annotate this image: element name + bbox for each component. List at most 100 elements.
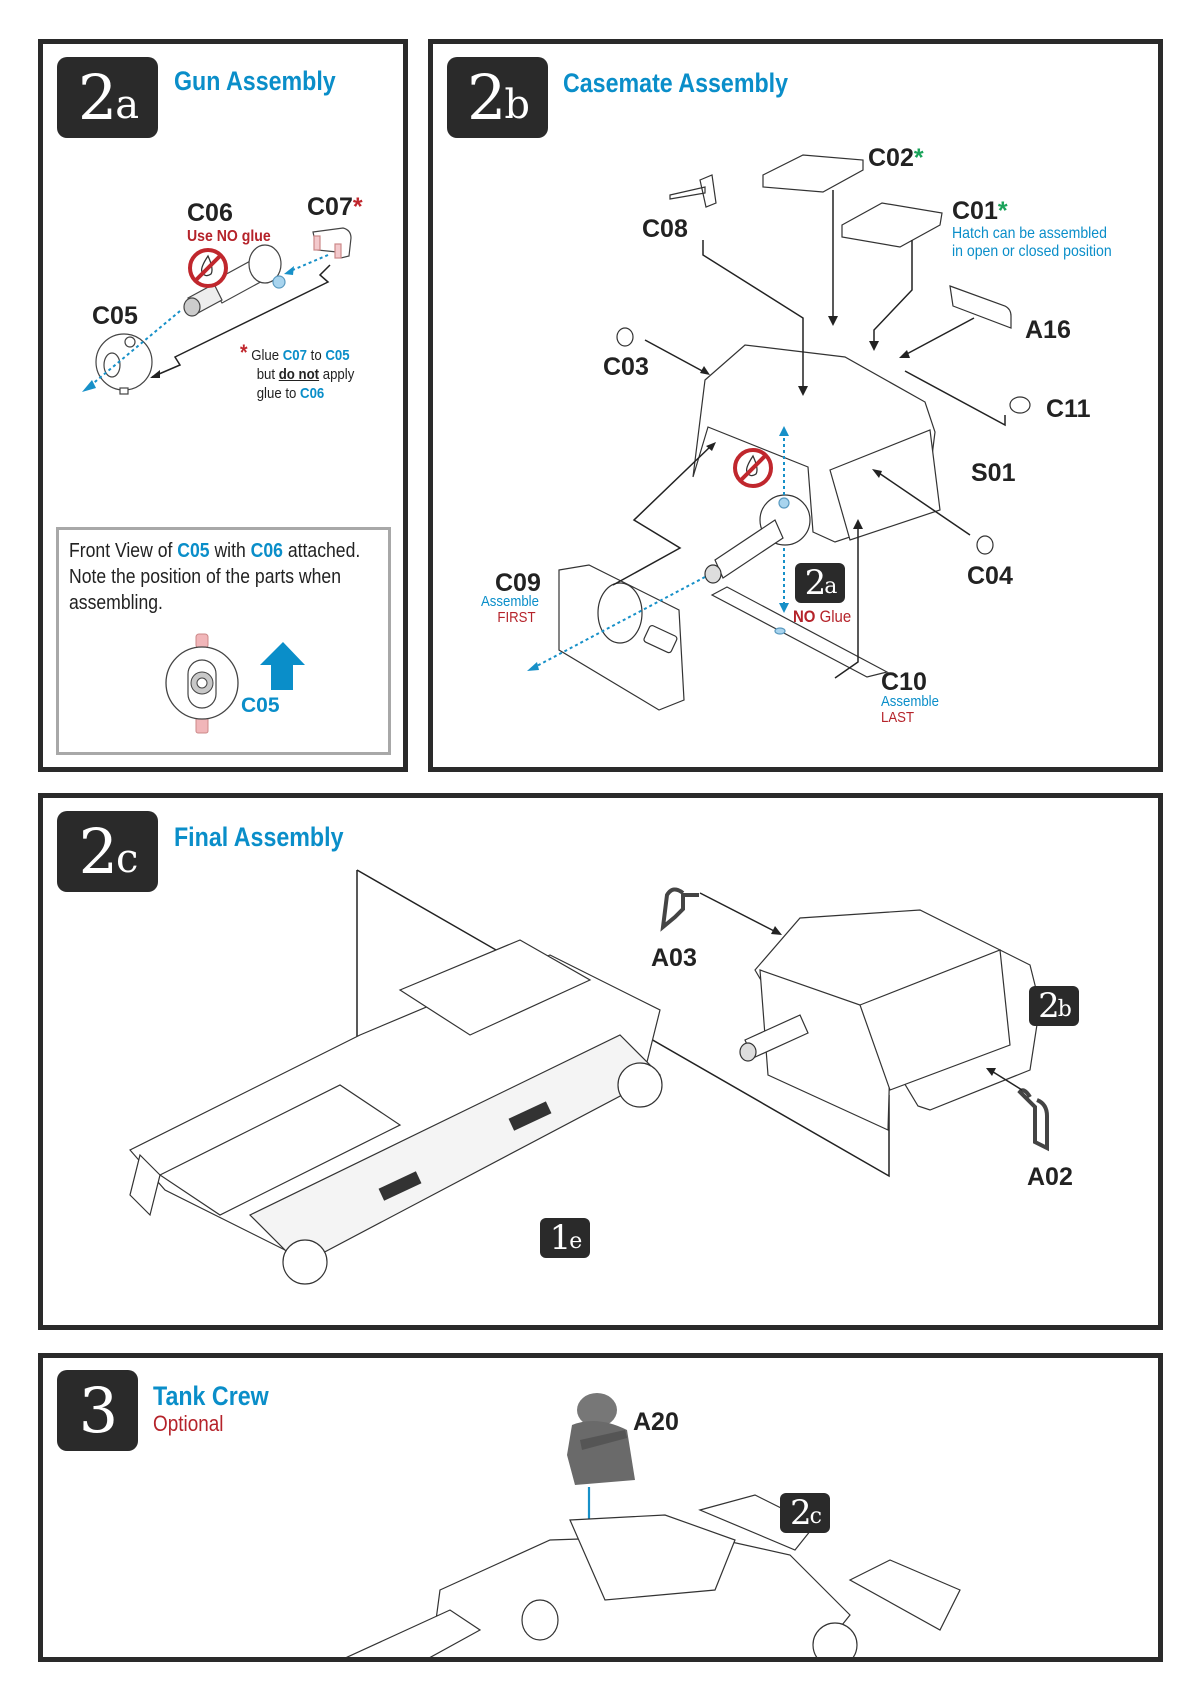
part-ref: C06	[250, 540, 283, 562]
part-code: C04	[967, 562, 1013, 590]
badge-number: 3	[78, 1373, 118, 1447]
part-label-c09: C09	[495, 569, 541, 598]
step-3-badge: 3	[57, 1370, 138, 1451]
note-text: apply	[319, 366, 355, 383]
part-code: C09	[495, 569, 541, 597]
note-text: attached.	[282, 540, 361, 562]
part-label-c05: C05	[92, 302, 138, 331]
part-code: C07	[307, 193, 353, 221]
front-view-arrow-label: C05	[241, 694, 280, 717]
part-c09-drawing	[558, 564, 685, 711]
note-text: Assemble	[881, 693, 939, 710]
note-text: assembling.	[69, 592, 163, 614]
c10-order-note: Assemble LAST	[881, 694, 939, 726]
badge-letter: a	[115, 81, 139, 128]
part-label-c10: C10	[881, 668, 927, 697]
ref-no-glue-note: NO Glue	[793, 607, 851, 626]
part-code: A20	[633, 1408, 679, 1436]
tank-drawing	[346, 1494, 961, 1657]
part-label-c11: C11	[1046, 395, 1090, 424]
part-a03-drawing	[660, 887, 699, 932]
badge-letter: b	[1057, 997, 1072, 1022]
step-3-title: Tank Crew	[153, 1381, 269, 1411]
no-glue-icon	[733, 448, 773, 488]
up-arrow-icon	[260, 642, 305, 690]
part-c02-drawing	[762, 154, 864, 193]
part-label-c03: C03	[603, 353, 649, 382]
part-c03-drawing	[616, 327, 634, 347]
badge-number: 2	[77, 60, 117, 134]
note-text: with	[209, 540, 251, 562]
badge-letter: b	[504, 81, 530, 128]
part-code: C08	[642, 215, 688, 243]
part-ref: C06	[300, 385, 325, 402]
part-c07-drawing	[312, 227, 352, 259]
part-a16-drawing	[949, 285, 1012, 329]
part-label-c04: C04	[967, 562, 1013, 591]
casemate-drawing	[739, 909, 1041, 1131]
asterisk-marker: *	[240, 340, 248, 365]
emphasis-text: do not	[278, 366, 320, 383]
part-label-c08: C08	[642, 215, 688, 244]
note-text: Front View of	[69, 540, 178, 562]
hull-drawing	[129, 939, 663, 1285]
part-code: A03	[651, 944, 697, 972]
note-text: Glue	[815, 607, 852, 626]
badge-letter: e	[569, 1229, 582, 1254]
part-code: S01	[971, 459, 1016, 487]
note-text: NO	[793, 607, 816, 626]
part-label-c01: C01*	[952, 197, 1008, 226]
part-code: A16	[1025, 316, 1071, 344]
part-c08-drawing	[669, 174, 717, 208]
c06-no-glue-note: Use NO glue	[187, 228, 271, 245]
part-c04-drawing	[976, 535, 994, 555]
part-code: C06	[187, 199, 233, 227]
part-label-a16: A16	[1025, 316, 1071, 345]
front-view-box: Front View of C05 with C06 attached. Not…	[56, 527, 391, 755]
part-ref: C05	[325, 347, 350, 364]
part-a02-drawing	[1017, 1088, 1049, 1152]
badge-number: 2	[790, 1493, 812, 1533]
part-label-c07: C07*	[307, 193, 363, 222]
part-label-a03: A03	[651, 944, 697, 973]
part-code: C11	[1046, 395, 1091, 423]
part-code: C03	[603, 353, 649, 381]
part-label-c06: C06	[187, 199, 233, 228]
badge-letter: c	[809, 1504, 822, 1529]
order-text: LAST	[881, 709, 915, 726]
step-2a-title: Gun Assembly	[174, 66, 336, 96]
c09-order-note: Assemble FIRST	[481, 593, 539, 626]
step-3-subtitle: Optional	[153, 1411, 224, 1436]
part-c06-drawing	[183, 244, 286, 317]
asterisk-marker: *	[997, 197, 1008, 225]
step-2c-title: Final Assembly	[174, 822, 344, 852]
part-code: A02	[1027, 1163, 1073, 1191]
step-2b-title: Casemate Assembly	[563, 68, 789, 98]
c01-hatch-note: Hatch can be assembled in open or closed…	[952, 225, 1112, 261]
part-ref: C07	[282, 347, 307, 364]
part-c05-drawing	[95, 333, 153, 395]
front-view-drawing	[165, 633, 305, 734]
asterisk-marker: *	[913, 144, 924, 172]
part-code: C02	[868, 144, 914, 172]
part-code: C01	[952, 197, 998, 225]
badge-number: 2	[1038, 986, 1060, 1026]
part-a20-drawing	[567, 1393, 635, 1485]
note-text: but	[256, 366, 279, 383]
badge-letter: a	[824, 574, 837, 599]
part-c11-drawing	[1009, 396, 1031, 414]
note-text: Hatch can be assembled	[952, 225, 1107, 242]
leader-line	[151, 264, 331, 378]
note-text: Assemble	[481, 593, 539, 610]
note-text: glue to	[256, 385, 301, 402]
